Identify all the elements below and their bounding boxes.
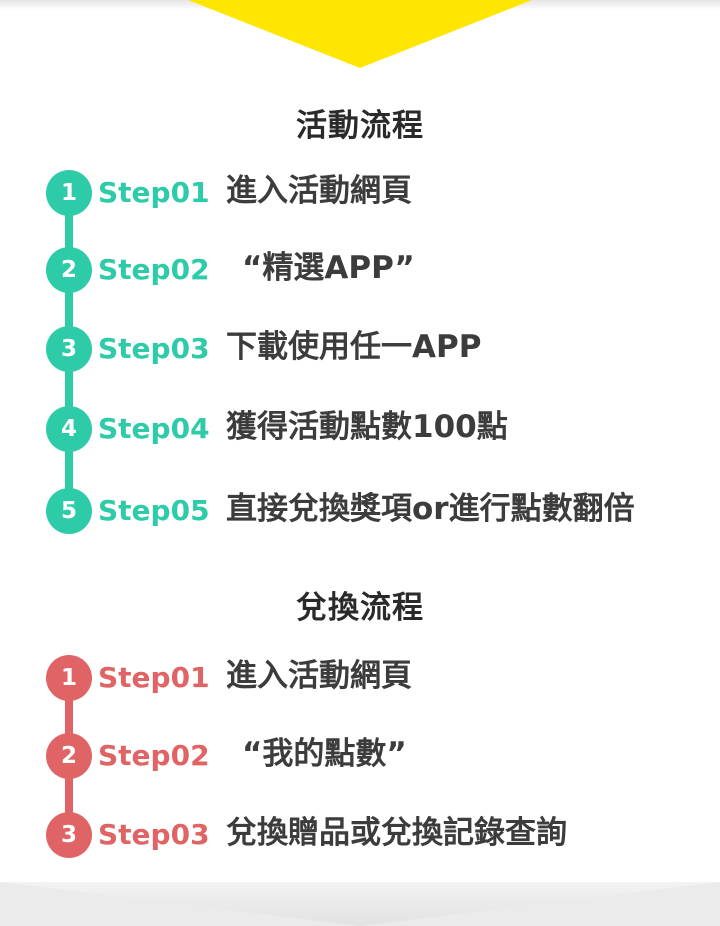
bottom-decorative-band	[0, 882, 720, 926]
step-code-label: Step03	[98, 332, 210, 365]
step-number-badge: 5	[46, 488, 92, 534]
step-code-label: Step04	[98, 412, 210, 445]
step-description: “精選APP”	[242, 250, 415, 286]
step-code-label: Step03	[98, 818, 210, 851]
step-code-label: Step02	[98, 739, 210, 772]
step-number-badge: 3	[46, 326, 92, 372]
step-description: 下載使用任一APP	[226, 329, 482, 365]
step-description: 進入活動網頁	[226, 658, 412, 694]
step-description: 直接兌換獎項or進行點數翻倍	[226, 491, 635, 527]
step-code-label: Step05	[98, 494, 210, 527]
redeem-step-row-1: 1 Step01 進入活動網頁	[46, 655, 706, 701]
event-step-row-3: 3 Step03 下載使用任一APP	[46, 326, 706, 372]
event-step-row-5: 5 Step05 直接兌換獎項or進行點數翻倍	[46, 488, 706, 534]
bottom-band-shape	[0, 882, 720, 926]
redeem-step-row-3: 3 Step03 兌換贈品或兌換記錄查詢	[46, 812, 706, 858]
step-number-badge: 2	[46, 247, 92, 293]
event-flow-title: 活動流程	[296, 108, 424, 144]
redeem-flow-title: 兌換流程	[296, 590, 424, 626]
step-number-badge: 1	[46, 655, 92, 701]
step-description: 兌換贈品或兌換記錄查詢	[226, 815, 567, 851]
top-banner-triangle	[188, 0, 532, 68]
step-code-label: Step02	[98, 253, 210, 286]
step-number-badge: 2	[46, 733, 92, 779]
step-number-badge: 4	[46, 406, 92, 452]
yellow-chevron-shape	[188, 0, 532, 68]
step-description: “我的點數”	[242, 736, 407, 772]
step-description: 獲得活動點數100點	[226, 409, 508, 445]
step-number-badge: 3	[46, 812, 92, 858]
step-code-label: Step01	[98, 176, 210, 209]
step-number-badge: 1	[46, 170, 92, 216]
step-description: 進入活動網頁	[226, 173, 412, 209]
redeem-step-row-2: 2 Step02 “我的點數”	[46, 733, 706, 779]
event-step-row-4: 4 Step04 獲得活動點數100點	[46, 406, 706, 452]
event-step-row-1: 1 Step01 進入活動網頁	[46, 170, 706, 216]
event-step-row-2: 2 Step02 “精選APP”	[46, 247, 706, 293]
step-code-label: Step01	[98, 661, 210, 694]
